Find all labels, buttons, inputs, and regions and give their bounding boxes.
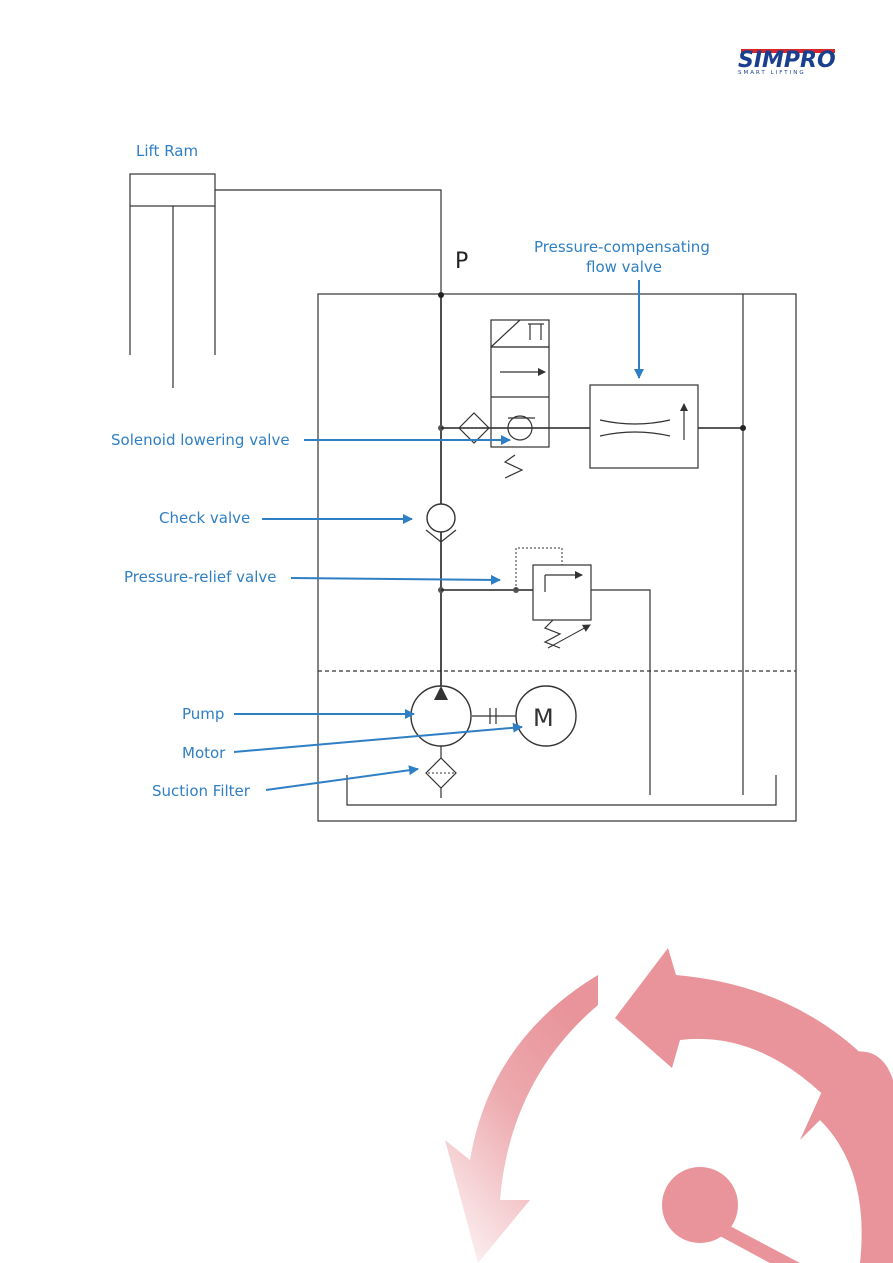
label-pressure-compensating-1: Pressure-compensating <box>534 238 710 256</box>
label-pump: Pump <box>182 705 224 723</box>
circular-arrows-icon <box>445 948 893 1263</box>
callout-arrow-relief-valve <box>290 574 501 585</box>
motor: M <box>515 685 577 747</box>
brand-logo: SIMPRO SMART LIFTING <box>738 48 836 76</box>
solenoid-lowering-valve <box>458 319 550 479</box>
motor-symbol: M <box>533 704 554 732</box>
lift-ram-title: Lift Ram <box>136 142 198 160</box>
label-motor: Motor <box>182 744 226 762</box>
callout-arrow-motor <box>233 722 523 753</box>
suction-filter <box>425 746 457 798</box>
logo-tagline: SMART LIFTING <box>738 70 806 76</box>
pump <box>410 685 516 747</box>
check-valve <box>425 503 457 543</box>
logo-stripe <box>741 49 835 53</box>
port-label-p: P <box>455 249 468 274</box>
pressure-relief-valve <box>441 547 651 795</box>
callout-arrow-suction-filter <box>265 765 419 791</box>
power-unit-outline <box>317 293 797 822</box>
logo-wordmark: SIMPRO <box>738 48 836 73</box>
lift-ram <box>129 173 442 388</box>
label-pressure-compensating-2: flow valve <box>586 258 662 276</box>
label-solenoid-lowering-valve: Solenoid lowering valve <box>111 431 290 449</box>
label-suction-filter: Suction Filter <box>152 782 251 800</box>
reservoir <box>346 775 777 806</box>
label-pressure-relief-valve: Pressure-relief valve <box>124 568 276 586</box>
label-check-valve: Check valve <box>159 509 250 527</box>
hydraulic-diagram: Lift Ram P <box>111 142 797 822</box>
pressure-compensating-flow-valve <box>589 384 699 469</box>
